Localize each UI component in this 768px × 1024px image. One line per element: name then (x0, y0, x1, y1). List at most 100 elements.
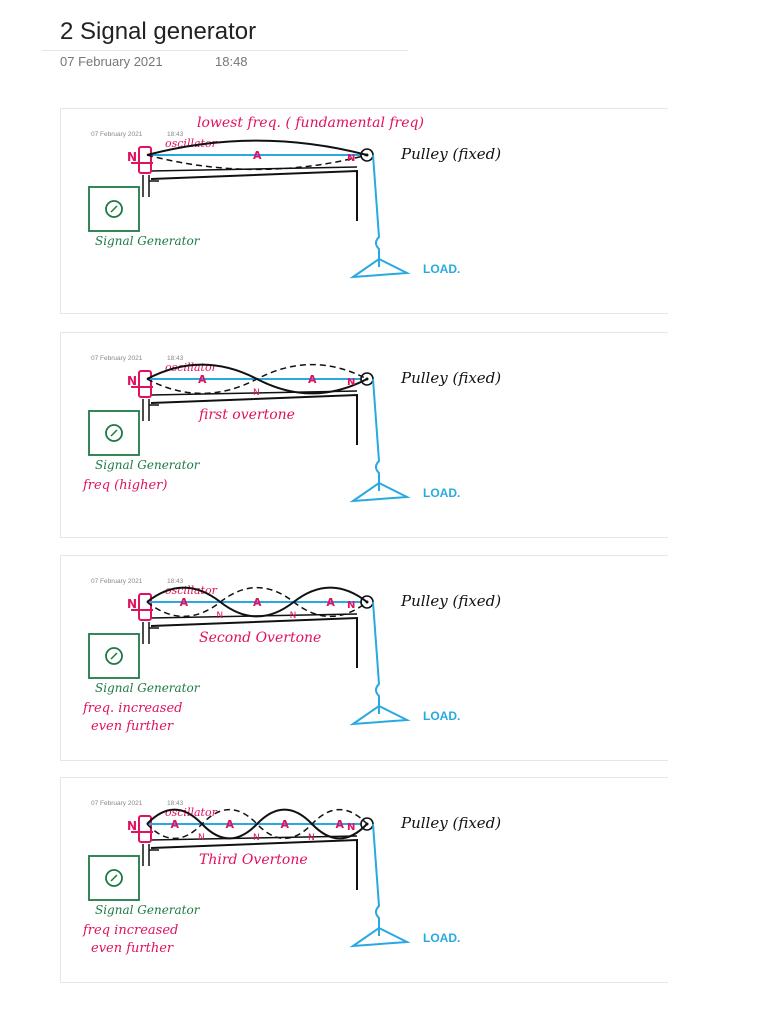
wave-lower (146, 363, 368, 395)
wave-upper (146, 808, 368, 840)
table-top (150, 166, 358, 172)
antinode-label: A (171, 818, 180, 831)
node-label: N (308, 833, 315, 843)
wave-upper (146, 586, 368, 618)
antinode-label: A (281, 818, 290, 831)
antinode-label: A (326, 596, 335, 609)
signal-generator-box (88, 633, 140, 679)
oscillator-body (138, 815, 152, 843)
signal-generator-label: Signal Generator (95, 681, 201, 695)
page-time: 18:48 (215, 54, 248, 69)
pulley-label: Pulley (fixed) (400, 369, 501, 387)
generator-dial-needle (110, 652, 118, 660)
node-label: N (198, 833, 205, 843)
diagram-caption: Second Overtone (199, 630, 321, 646)
antinode-label: A (308, 373, 317, 386)
node-label: N (127, 150, 137, 164)
panel-stamp-date: 07 February 2021 (91, 355, 143, 362)
table-top (150, 835, 358, 841)
table-beam (150, 616, 358, 668)
panel-stamp-time: 18:43 (167, 131, 184, 138)
antinode-label: A (180, 596, 189, 609)
hanging-string (372, 154, 381, 259)
node-label: N (347, 600, 355, 611)
antinode-label: A (198, 373, 207, 386)
title-divider (42, 50, 408, 51)
panel-stamp-time: 18:43 (167, 578, 184, 585)
generator-leads (142, 622, 159, 644)
node-label: N (347, 153, 355, 164)
diagram-caption: lowest freq. ( fundamental freq) (197, 115, 424, 131)
table-beam (150, 393, 358, 445)
pulley-label: Pulley (fixed) (400, 814, 501, 832)
panel-stamp-date: 07 February 2021 (91, 800, 143, 807)
signal-generator-label: Signal Generator (95, 234, 201, 248)
oscillator-body (138, 146, 152, 174)
wave-lower (146, 154, 368, 171)
oscillator-label: oscillator (165, 137, 218, 150)
antinode-label: A (336, 818, 345, 831)
node-label: N (253, 833, 260, 843)
generator-leads (142, 844, 159, 866)
wave-upper (146, 139, 368, 156)
generator-dial-icon (105, 647, 123, 665)
antinode-label: A (253, 596, 262, 609)
signal-generator-box (88, 410, 140, 456)
pulley-label: Pulley (fixed) (400, 592, 501, 610)
table-beam (150, 169, 358, 221)
load-hanger (349, 257, 411, 279)
generator-leads (142, 399, 159, 421)
node-label: N (127, 597, 137, 611)
oscillator-label: oscillator (165, 361, 218, 374)
panel-stamp-date: 07 February 2021 (91, 131, 143, 138)
node-label: N (216, 611, 223, 621)
pulley-label: Pulley (fixed) (400, 145, 501, 163)
panel-stamp-time: 18:43 (167, 800, 184, 807)
wave-lower (146, 809, 368, 839)
oscillator-body (138, 370, 152, 398)
node-label: N (347, 822, 355, 833)
frequency-note: freq (higher) (82, 478, 167, 493)
load-label: LOAD. (423, 931, 460, 945)
generator-dial-needle (110, 205, 118, 213)
panel-stamp-time: 18:43 (167, 355, 184, 362)
node-label: N (127, 374, 137, 388)
oscillator-body (138, 593, 152, 621)
diagram-caption: Third Overtone (199, 852, 308, 868)
load-label: LOAD. (423, 486, 460, 500)
signal-generator-box (88, 855, 140, 901)
hanging-string (372, 601, 381, 706)
node-label: N (127, 819, 137, 833)
node-label: N (290, 611, 297, 621)
antinode-label: A (226, 818, 235, 831)
table-beam (150, 838, 358, 890)
load-hanger (349, 481, 411, 503)
generator-dial-needle (110, 429, 118, 437)
generator-dial-needle (110, 874, 118, 882)
page-title: 2 Signal generator (60, 18, 257, 45)
signal-generator-label: Signal Generator (95, 458, 201, 472)
load-label: LOAD. (423, 709, 460, 723)
antinode-label: A (253, 149, 262, 162)
load-hanger (349, 926, 411, 948)
diagram-caption: first overtone (198, 407, 295, 423)
load-label: LOAD. (423, 262, 460, 276)
load-hanger (349, 704, 411, 726)
generator-dial-icon (105, 424, 123, 442)
hanging-string (372, 823, 381, 928)
node-label: N (253, 388, 260, 398)
hanging-string (372, 378, 381, 483)
page-date: 07 February 2021 (60, 54, 163, 69)
signal-generator-box (88, 186, 140, 232)
node-label: N (347, 377, 355, 388)
generator-leads (142, 175, 159, 197)
